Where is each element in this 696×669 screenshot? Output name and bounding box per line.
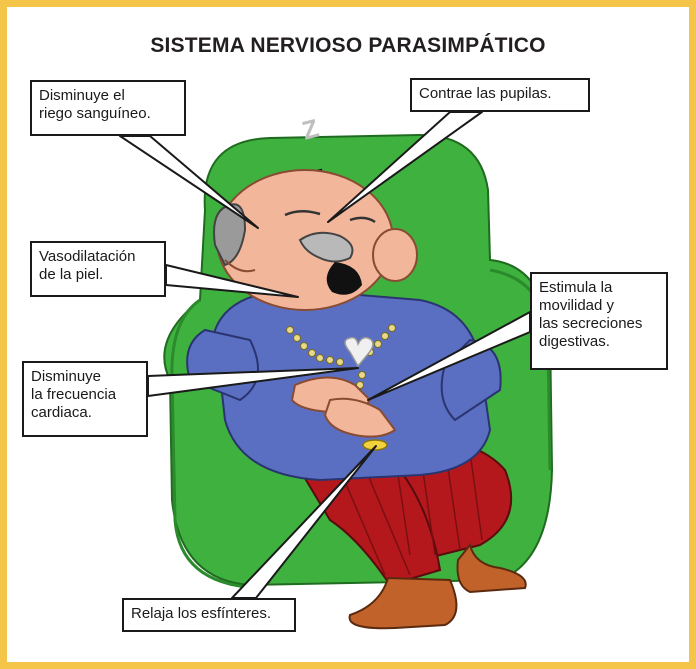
callout-frecuencia-cardiaca: Disminuye la frecuencia cardiaca. [22,361,148,437]
callout-contrae-pupilas: Contrae las pupilas. [410,78,590,112]
callout-riego-sanguineo: Disminuye el riego sanguíneo. [30,80,186,136]
callout-movilidad-digestiva: Estimula la movilidad y las secreciones … [530,272,668,370]
callout-vasodilatacion-piel: Vasodilatación de la piel. [30,241,166,297]
callout-esfinteres: Relaja los esfínteres. [122,598,296,632]
